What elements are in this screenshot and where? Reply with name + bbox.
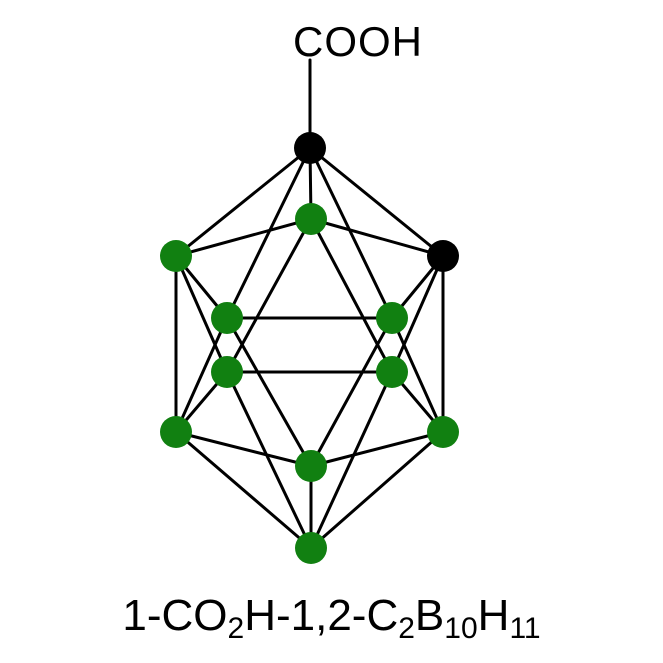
formula-subscript: 2 xyxy=(398,612,415,645)
cage-bond xyxy=(390,254,445,374)
formula-text: H-1,2-C xyxy=(244,591,399,640)
cage-bond xyxy=(225,316,313,468)
cage-bond xyxy=(390,316,445,434)
boron-atom xyxy=(427,416,459,448)
cage-bond xyxy=(308,146,394,320)
cage-bond xyxy=(309,430,445,468)
boron-atom xyxy=(295,450,327,482)
cage-bond xyxy=(174,254,229,374)
boron-atom xyxy=(295,532,327,564)
cage-bond xyxy=(309,217,445,258)
cage-bond xyxy=(174,430,313,468)
boron-atom xyxy=(376,356,408,388)
cage-atoms xyxy=(160,132,459,564)
cage-bond xyxy=(225,146,312,320)
formula-text: 1-CO xyxy=(122,591,228,640)
boron-atom xyxy=(211,302,243,334)
boron-atom xyxy=(295,203,327,235)
boron-atom xyxy=(160,416,192,448)
cage-bond xyxy=(309,316,394,468)
cage-bond xyxy=(174,146,312,258)
carbon-atom-1 xyxy=(294,132,326,164)
cage-bond xyxy=(309,217,394,374)
formula-subscript: 2 xyxy=(227,612,245,645)
cage-bond xyxy=(174,316,229,434)
cage-bond xyxy=(174,430,313,550)
formula-subscript: 11 xyxy=(509,612,541,645)
cage-bond xyxy=(225,217,313,374)
formula-text: H xyxy=(477,591,510,640)
substituent-label: COOH xyxy=(293,18,423,65)
carbon-atom-2 xyxy=(427,240,459,272)
cage-bond xyxy=(174,217,313,258)
cage-bond xyxy=(309,430,445,550)
cage-bonds xyxy=(174,58,445,550)
cage-bond xyxy=(225,370,313,550)
formula-caption: 1-CO2H-1,2-C2B10H11 xyxy=(0,590,663,645)
boron-atom xyxy=(160,240,192,272)
cage-bond xyxy=(308,146,445,258)
formula-subscript: 10 xyxy=(444,612,478,645)
formula-text: B xyxy=(414,591,445,640)
boron-atom xyxy=(211,356,243,388)
boron-atom xyxy=(376,302,408,334)
cage-bond xyxy=(309,370,394,550)
